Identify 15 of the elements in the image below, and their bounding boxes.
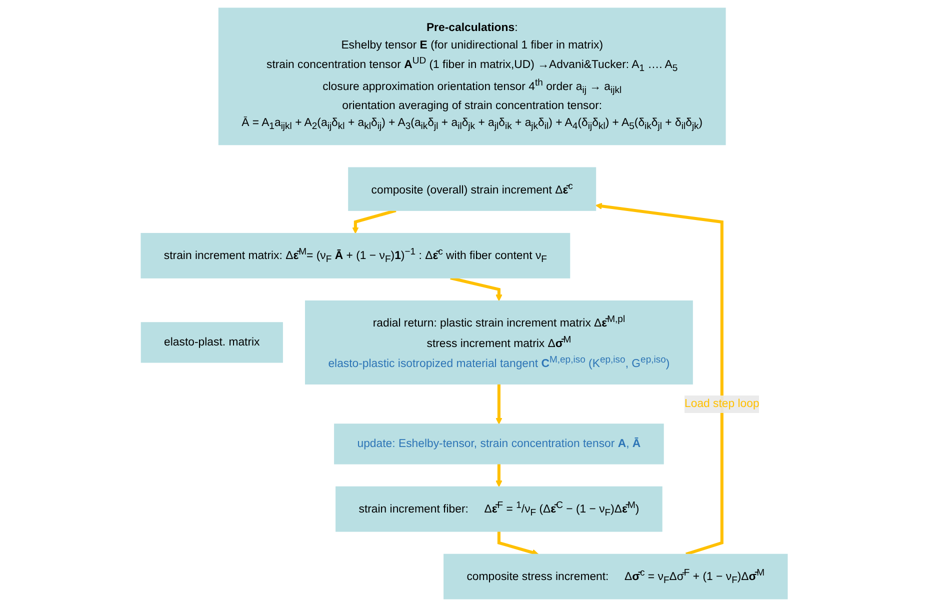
- arrow: [496, 464, 503, 488]
- node-box: composite stress increment: Δσ̄$^{c}$ = ν$_{F}$Δσ̄$^{F}$ + (1 − ν$_{F}$)Δσ̄$^{M}$: [444, 554, 788, 600]
- arrow: [498, 531, 539, 556]
- node-box: radial return: plastic strain increment matrix Δε̄$^{M,pl}$ stress increment matrix Δσ̄$^{M}$ elasto-plastic isotropized material tangent C$^{M,ep,iso}$ (K$^{ep,iso}$, G$^{ep,iso}$): [305, 300, 694, 384]
- node-box: elasto-plast. matrix: [141, 322, 284, 363]
- arrow: [496, 384, 503, 424]
- node-box: update: Eshelby-tensor, strain concentration tensor A, Ā: [334, 424, 664, 464]
- arrow: [596, 202, 724, 556]
- node-box: Pre-calculations: Eshelby tensor E (for unidirectional 1 fiber in matrix) strain concentration tensor A$^{UD}$ (1 fiber in matrix,UD) →Advani&Tucker: A$_{1}$ …. A$_{5}$ closure approximation orientation tensor 4$^{th}$ order a$_{ij}$ → a$_{ijkl}$ orientation averaging of strain concentration tensor: Ā = A$_{1}$a$_{ijkl}$ + A$_{2}$(a$_{ij}$δ$_{kl}$ + a$_{kl}$δ$_{ij}$) + A$_{3}$(a$_{ik}$δ$_{jl}$ + a$_{il}$δ$_{jk}$ + a$_{jl}$δ$_{ik}$ + a$_{jk}$δ$_{il}$) + A$_{4}$(δ$_{ij}$δ$_{kl}$) + A$_{5}$(δ$_{ik}$δ$_{jl}$ + δ$_{il}$δ$_{jk}$): [218, 8, 726, 146]
- node-box: composite (overall) strain increment Δε̄$^{c}$: [348, 167, 596, 211]
- node-box: strain increment fiber: Δε̄$^{F}$ = $^{1}$/ν$_{F}$ (Δε̄$^{C}$ − (1 − ν$_{F}$)Δε̄$^{M}$): [336, 486, 663, 532]
- edge-label: Load step loop: [684, 397, 760, 410]
- arrow: [352, 209, 397, 234]
- arrow: [450, 276, 503, 302]
- node-box: strain increment matrix: Δε̄$^{M}$= (ν$_{F}$ Ā + (1 − ν$_{F}$)1)$^{−1}$ : Δε̄$^{c}$ with fiber content ν$_{F}$: [141, 232, 570, 278]
